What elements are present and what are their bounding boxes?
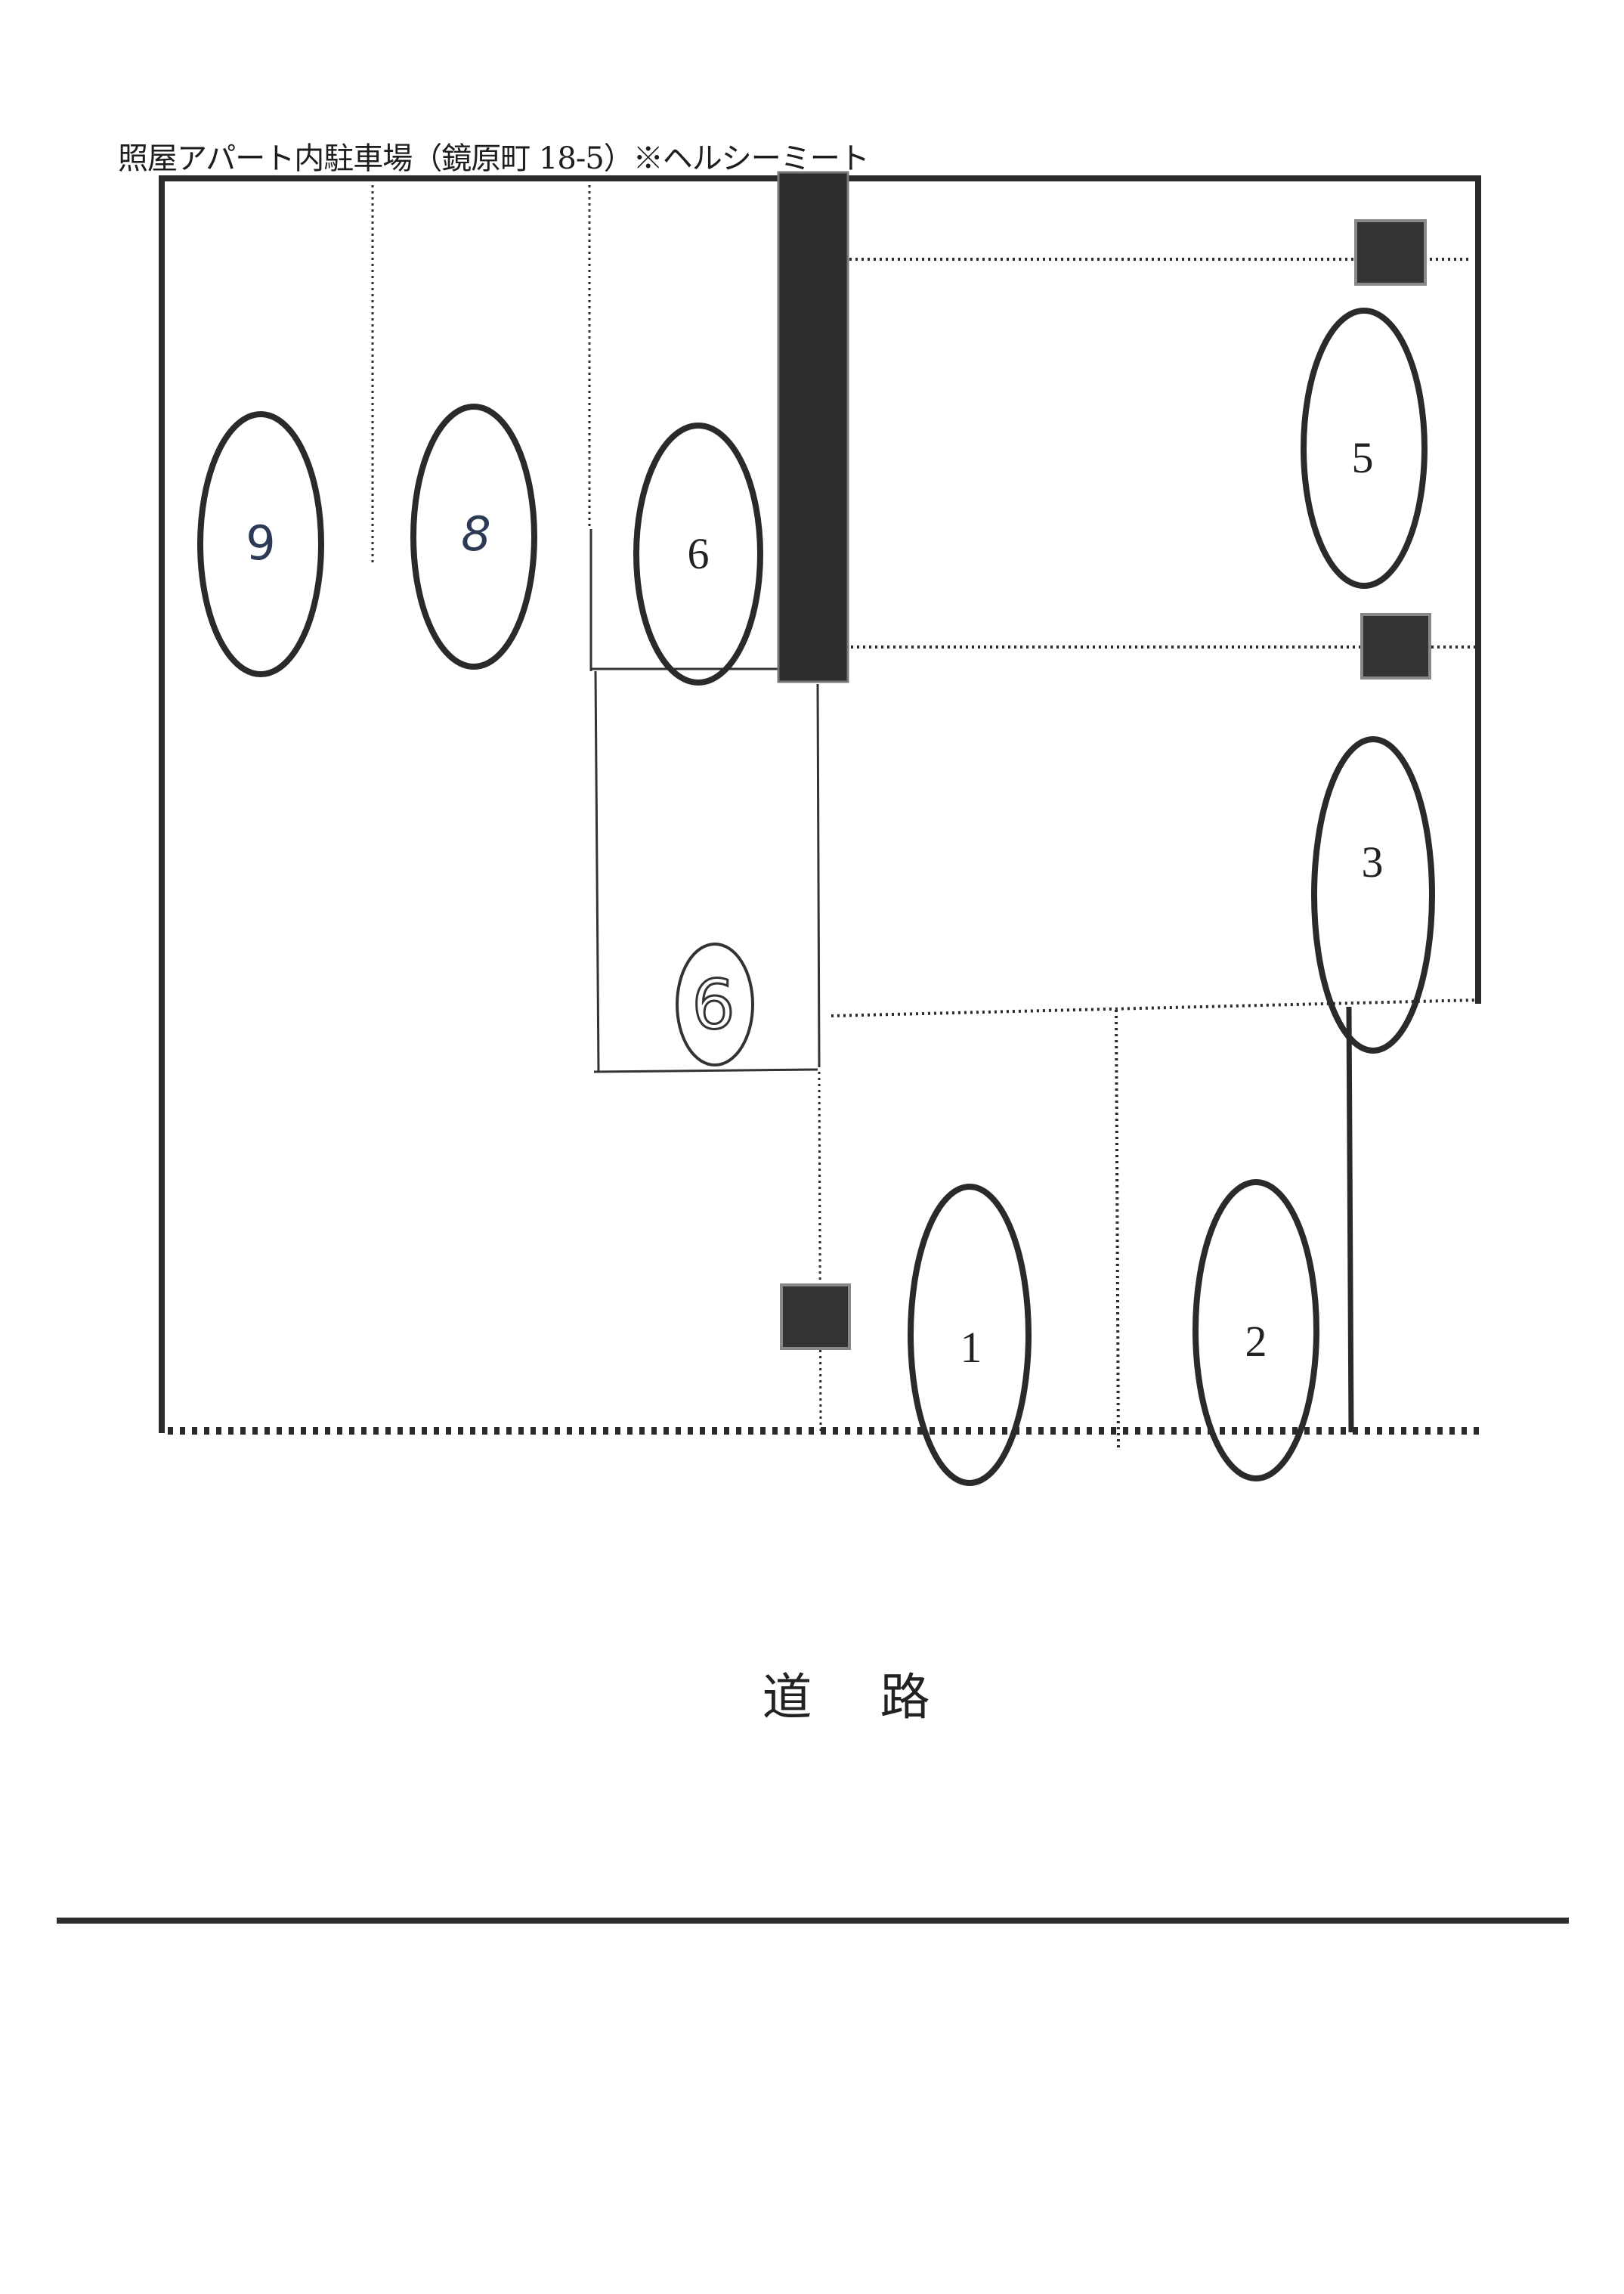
document-title: 照屋アパート内駐車場（鏡原町 18-5）※ヘルシーミート bbox=[118, 141, 870, 176]
pillars bbox=[780, 219, 1431, 1350]
spot-3-label: 3 bbox=[1362, 837, 1384, 887]
pillar-icon bbox=[1354, 219, 1427, 286]
spot-6a-label: 6 bbox=[688, 529, 710, 578]
spot-6b-label: 6 bbox=[691, 965, 735, 1045]
spot-1-oval bbox=[908, 1184, 1032, 1486]
spot-8-oval bbox=[410, 404, 537, 670]
spot-5-oval bbox=[1301, 308, 1428, 589]
spot-6a-oval bbox=[633, 423, 763, 686]
spot-6-lower-box bbox=[593, 670, 821, 1073]
spot-5-label: 5 bbox=[1352, 433, 1374, 482]
road-edge-line bbox=[57, 1918, 1569, 1924]
building-wall bbox=[777, 171, 849, 683]
spot-2-oval bbox=[1192, 1179, 1319, 1481]
spot-2-label: 2 bbox=[1245, 1317, 1267, 1366]
spot-9-label: 9 bbox=[246, 515, 275, 571]
spot-ovals bbox=[197, 308, 1435, 1486]
stall-divider-left-of-1 bbox=[818, 1071, 822, 1432]
spot-9-oval bbox=[197, 411, 324, 677]
spot-3-oval bbox=[1311, 736, 1435, 1054]
spot-8-label: 8 bbox=[461, 506, 490, 562]
lot-boundary bbox=[159, 175, 1481, 1433]
pillar-icon bbox=[1360, 613, 1431, 680]
spot-6-upper-box bbox=[589, 529, 778, 671]
spot-2-side-wall bbox=[1346, 1006, 1354, 1433]
spot-6b-oval bbox=[676, 943, 754, 1067]
pillar-icon bbox=[780, 1283, 851, 1350]
road-label: 道路 bbox=[762, 1668, 998, 1726]
spot-1-label: 1 bbox=[960, 1323, 982, 1372]
